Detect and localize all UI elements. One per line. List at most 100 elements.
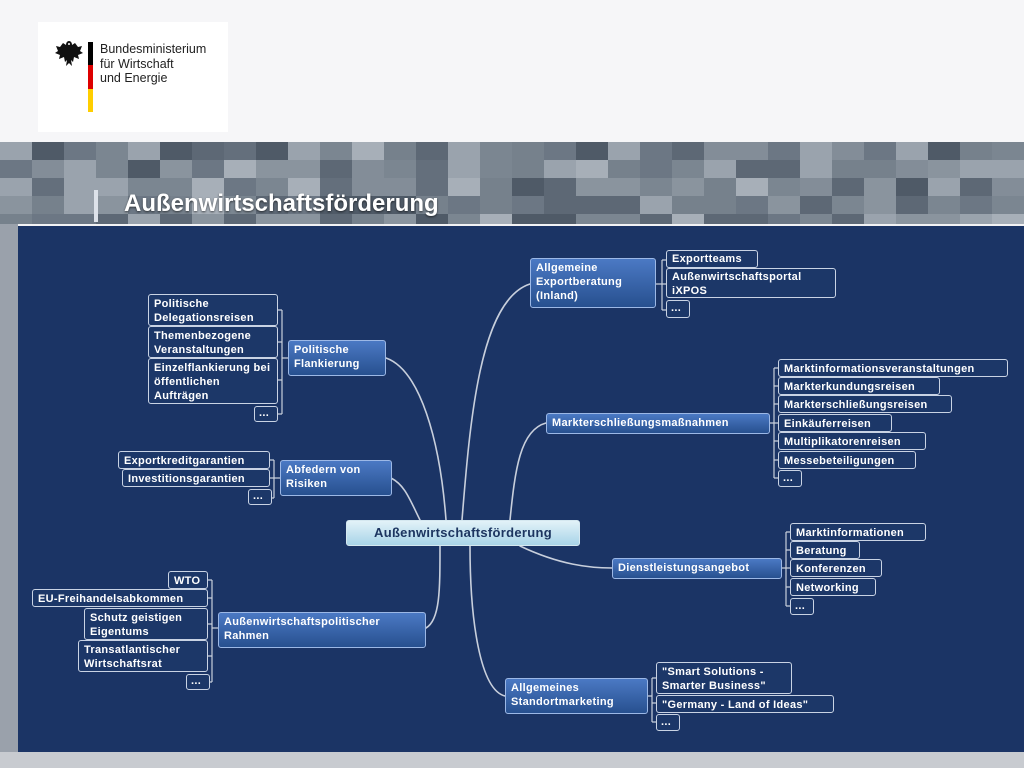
banner-tile [352, 142, 384, 160]
banner-tile [960, 160, 992, 178]
leaf-multiplikatorenreisen[interactable]: Multiplikatorenreisen [778, 432, 926, 450]
banner-tile [32, 160, 64, 178]
node-allgemeines-standortmarketing[interactable]: Allgemeines Standortmarketing [505, 678, 648, 714]
banner-tile [352, 160, 384, 178]
banner-tile [992, 196, 1024, 214]
node-allgemeine-exportberatung[interactable]: Allgemeine Exportberatung (Inland) [530, 258, 656, 308]
ministry-line: und Energie [100, 71, 168, 85]
leaf-eu-freihandelsabkommen[interactable]: EU-Freihandelsabkommen [32, 589, 208, 607]
banner-tile [576, 160, 608, 178]
banner-tile [512, 178, 544, 196]
leaf-markterschliessungsreisen[interactable]: Markterschließungsreisen [778, 395, 952, 413]
banner-tile [192, 160, 224, 178]
leaf-beratung[interactable]: Beratung [790, 541, 860, 559]
banner-tile [192, 214, 224, 224]
banner-tile [224, 178, 256, 196]
node-dienstleistungsangebot[interactable]: Dienstleistungsangebot [612, 558, 782, 579]
banner-tile [0, 142, 32, 160]
leaf-networking[interactable]: Networking [790, 578, 876, 596]
leaf-einzelflankierung[interactable]: Einzelflankierung bei öffentlichen Auftr… [148, 358, 278, 404]
bottom-strip [0, 752, 1024, 768]
leaf-more[interactable]: ... [666, 300, 690, 318]
leaf-exportkreditgarantien[interactable]: Exportkreditgarantien [118, 451, 270, 469]
banner-tile [448, 178, 480, 196]
leaf-schutz-geistigen-eigentums[interactable]: Schutz geistigen Eigentums [84, 608, 208, 640]
leaf-markterkundungsreisen[interactable]: Markterkundungsreisen [778, 377, 940, 395]
leaf-more[interactable]: ... [254, 406, 278, 422]
banner-tile [800, 142, 832, 160]
banner-tile [32, 196, 64, 214]
banner-tile [192, 178, 224, 196]
banner-tile [896, 142, 928, 160]
leaf-konferenzen[interactable]: Konferenzen [790, 559, 882, 577]
banner-tile [64, 178, 96, 196]
banner-tile [384, 160, 416, 178]
banner-tile [352, 196, 384, 214]
leaf-more[interactable]: ... [778, 470, 802, 487]
leaf-germany-land-of-ideas[interactable]: "Germany - Land of Ideas" [656, 695, 834, 713]
leaf-politische-delegationsreisen[interactable]: Politische Delegationsreisen [148, 294, 278, 326]
banner-tile [416, 142, 448, 160]
leaf-marktinformationen[interactable]: Marktinformationen [790, 523, 926, 541]
node-markterschliessungsmassnahmen[interactable]: Markterschließungsmaßnahmen [546, 413, 770, 434]
banner-tile [224, 142, 256, 160]
ministry-logo [38, 22, 228, 132]
banner-tile [928, 196, 960, 214]
leaf-investitionsgarantien[interactable]: Investitionsgarantien [122, 469, 270, 487]
banner-tile [320, 196, 352, 214]
banner-tile [832, 196, 864, 214]
banner-tile [960, 142, 992, 160]
leaf-exportteams[interactable]: Exportteams [666, 250, 758, 268]
banner-tile [160, 178, 192, 196]
banner-tile [544, 214, 576, 224]
connector-markterschliessung [509, 422, 547, 521]
leaf-more[interactable]: ... [790, 598, 814, 615]
banner-tile [0, 160, 32, 178]
leaf-messebeteiligungen[interactable]: Messebeteiligungen [778, 451, 916, 469]
leaf-more[interactable]: ... [656, 714, 680, 731]
leaf-wto[interactable]: WTO [168, 571, 208, 589]
leaf-themenbezogene-veranstaltungen[interactable]: Themenbezogene Veranstaltungen [148, 326, 278, 358]
mindmap-center-node[interactable]: Außenwirtschaftsförderung [346, 520, 580, 546]
banner-tile [384, 196, 416, 214]
banner-tile [832, 142, 864, 160]
banner-tile [576, 214, 608, 224]
connector-risiken [390, 477, 421, 521]
banner-tile [256, 214, 288, 224]
banner-tile [0, 214, 32, 224]
banner-tile [544, 196, 576, 214]
banner-tile [640, 160, 672, 178]
banner-tile [576, 178, 608, 196]
leaf-transatlantischer-wirtschaftsrat[interactable]: Transatlantischer Wirtschaftsrat [78, 640, 208, 672]
leaf-smart-solutions[interactable]: "Smart Solutions - Smarter Business" [656, 662, 792, 694]
banner-tile [416, 160, 448, 178]
banner-tile [736, 160, 768, 178]
federal-eagle-icon [55, 41, 83, 66]
banner-tile [384, 142, 416, 160]
flag-gold [88, 88, 93, 112]
node-politische-flankierung[interactable]: Politische Flankierung [288, 340, 386, 376]
banner-tile [576, 142, 608, 160]
leaf-einkaeuferreisen[interactable]: Einkäuferreisen [778, 414, 892, 432]
banner-tile [672, 196, 704, 214]
leaf-more[interactable]: ... [186, 674, 210, 690]
node-aussenwirtschaftspolitischer-rahmen[interactable]: Außenwirtschaftspolitischer Rahmen [218, 612, 426, 648]
banner-tile [96, 196, 128, 214]
banner-tile [192, 196, 224, 214]
leaf-marktinformationsveranstaltungen[interactable]: Marktinformationsveranstaltungen [778, 359, 1008, 377]
banner-tile [672, 160, 704, 178]
banner-tile [768, 160, 800, 178]
title-accent-bar [94, 190, 98, 222]
banner-tile [512, 196, 544, 214]
banner-tile [512, 160, 544, 178]
banner-tile [288, 214, 320, 224]
leaf-more[interactable]: ... [248, 489, 272, 505]
banner-tile [704, 214, 736, 224]
node-abfedern-von-risiken[interactable]: Abfedern von Risiken [280, 460, 392, 496]
banner-tile [864, 178, 896, 196]
banner-tile [544, 160, 576, 178]
leaf-aussenwirtschaftsportal[interactable]: Außenwirtschaftsportal iXPOS [666, 268, 836, 298]
banner-tile [896, 214, 928, 224]
connector-exportberatung [461, 283, 531, 521]
page-title: Außenwirtschaftsförderung [124, 190, 439, 217]
